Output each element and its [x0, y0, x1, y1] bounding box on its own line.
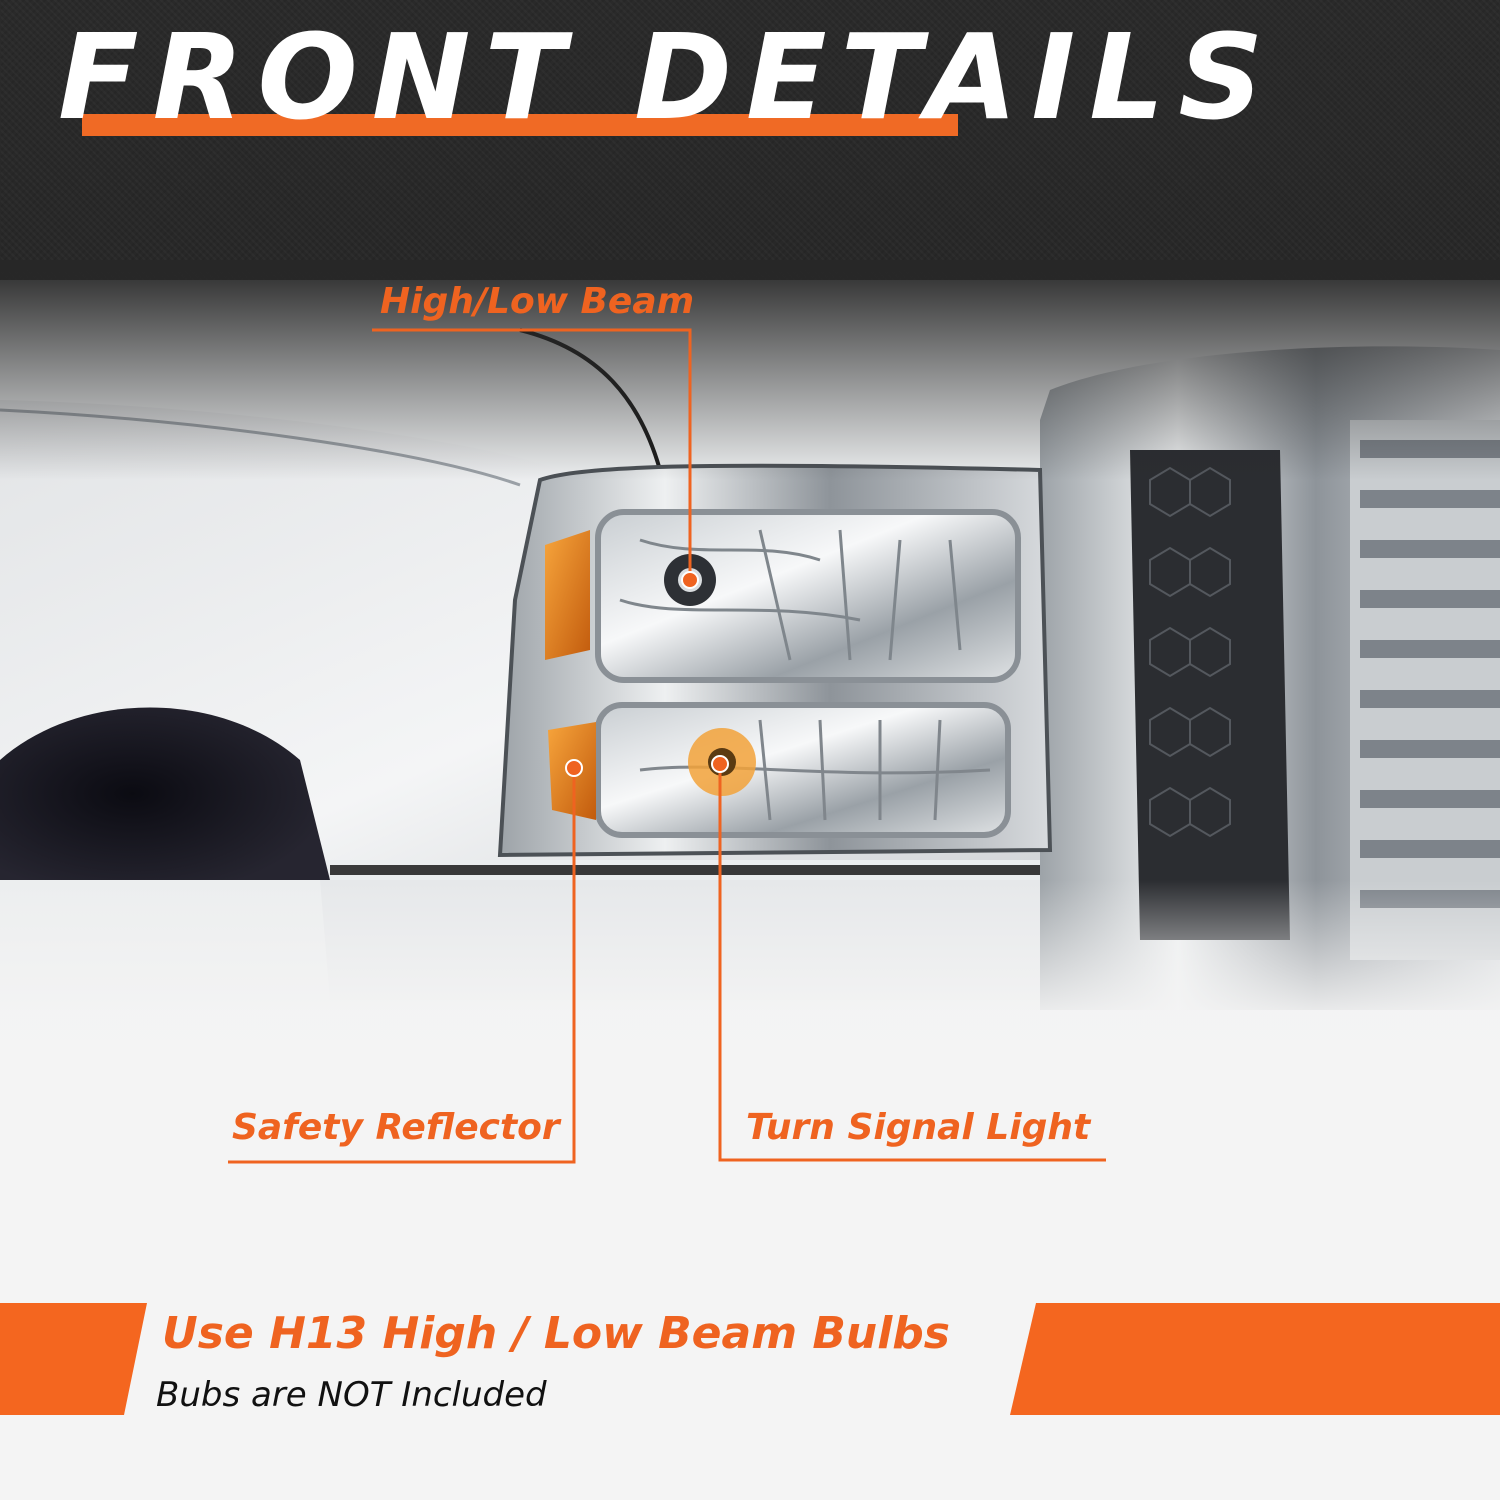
title-underline [82, 114, 958, 136]
callout-label-safety-reflector: Safety Reflector [232, 1107, 560, 1148]
callout-line-safety-reflector [228, 768, 576, 1164]
banner-left-bar [0, 1303, 147, 1415]
callout-label-turn-signal-light: Turn Signal Light [746, 1107, 1091, 1148]
callout-dot-turn-signal [711, 755, 729, 773]
callout-dot-safety-reflector [565, 759, 583, 777]
callout-line-turn-signal [718, 764, 1106, 1162]
callout-label-high-low-beam: High/Low Beam [380, 281, 695, 322]
bulb-disclaimer: Bubs are NOT Included [156, 1375, 547, 1415]
callout-dot-high-low-beam [681, 571, 699, 589]
banner-right-bar [1010, 1303, 1500, 1415]
bulb-requirement-heading: Use H13 High / Low Beam Bulbs [162, 1308, 950, 1359]
callout-line-high-low-beam [372, 328, 692, 580]
page-title: FRONT DETAILS [58, 8, 1278, 146]
